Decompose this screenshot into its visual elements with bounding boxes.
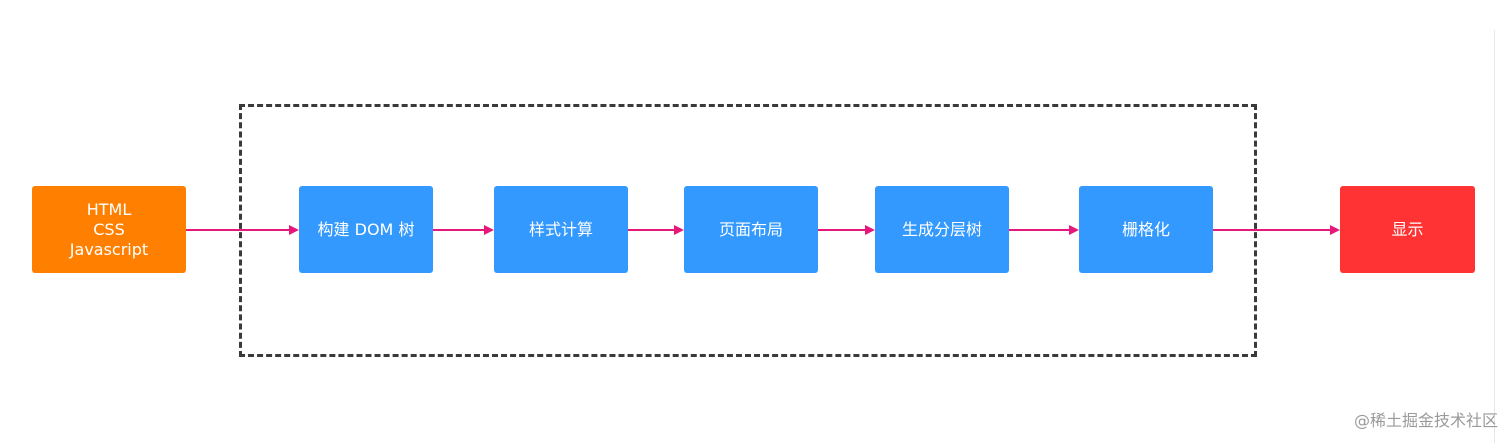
source-node: HTML CSS Javascript xyxy=(32,186,186,273)
source-css-label: CSS xyxy=(93,219,125,239)
step-build-dom-label: 构建 DOM 树 xyxy=(317,219,415,239)
step-layout-label: 页面布局 xyxy=(718,219,783,239)
step-raster-node: 栅格化 xyxy=(1079,186,1213,273)
step-layer-tree-label: 生成分层树 xyxy=(901,219,982,239)
watermark-text: @稀土掘金技术社区 xyxy=(1353,411,1498,430)
step-style-calc-label: 样式计算 xyxy=(528,219,593,239)
step-raster-label: 栅格化 xyxy=(1121,219,1170,239)
display-label: 显示 xyxy=(1391,219,1424,239)
step-style-calc-node: 样式计算 xyxy=(494,186,628,273)
display-node: 显示 xyxy=(1340,186,1475,273)
step-build-dom-node: 构建 DOM 树 xyxy=(299,186,433,273)
source-js-label: Javascript xyxy=(69,239,149,259)
step-layer-tree-node: 生成分层树 xyxy=(875,186,1009,273)
source-html-label: HTML xyxy=(86,199,132,219)
step-layout-node: 页面布局 xyxy=(684,186,818,273)
panel-divider xyxy=(1494,30,1495,443)
